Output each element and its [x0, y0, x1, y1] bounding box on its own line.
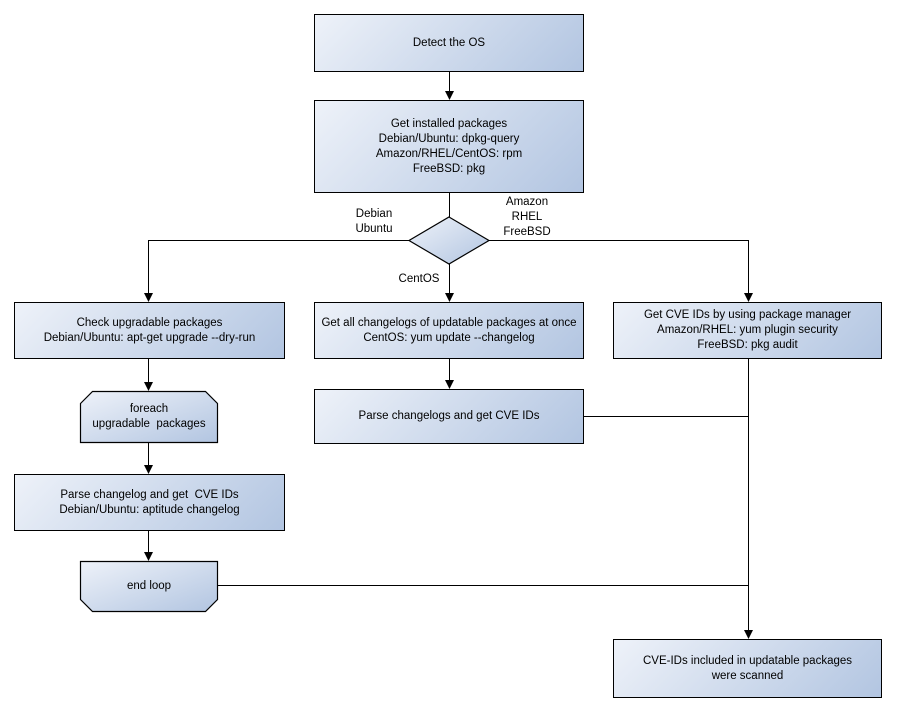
node-parse-changelogs-centos: Parse changelogs and get CVE IDs	[314, 389, 584, 444]
arrowhead	[445, 380, 454, 389]
edge-label-text: Amazon	[505, 196, 549, 208]
node-text: foreach	[129, 403, 169, 415]
node-text: CVE-IDs included in updatable packages	[642, 654, 853, 667]
node-end-loop: end loop	[80, 561, 218, 612]
node-text: Parse changelogs and get CVE IDs	[358, 410, 540, 422]
node-text: upgradable packages	[92, 418, 206, 430]
node-text: Amazon/RHEL: yum plugin security	[657, 324, 838, 336]
node-get-cve-ids-pkg-manager: Get CVE IDs by using package manager Ama…	[613, 302, 882, 359]
node-result-scanned: CVE-IDs included in updatable packages w…	[613, 639, 882, 698]
os-decision-diamond	[407, 216, 491, 265]
end-loop-shape	[79, 560, 219, 613]
node-parse-changelog-debian: Parse changelog and get CVE IDs Debian/U…	[14, 474, 285, 531]
node-text: Get installed packages	[390, 117, 508, 130]
node-foreach-loop-start: foreach upgradable packages	[80, 391, 218, 443]
node-text: end loop	[126, 580, 172, 592]
node-get-all-changelogs: Get all changelogs of updatable packages…	[314, 302, 584, 359]
node-detect-os: Detect the OS	[314, 14, 584, 72]
node-text: Get all changelogs of updatable packages…	[321, 316, 577, 329]
arrowhead	[144, 465, 153, 474]
node-text: Check upgradable packages	[76, 316, 223, 329]
edge-label-text: FreeBSD	[503, 226, 551, 238]
node-text: Get CVE IDs by using package manager	[643, 309, 852, 321]
node-get-installed-packages: Get installed packages Debian/Ubuntu: dp…	[314, 100, 584, 193]
edge-label-text: Debian	[355, 208, 393, 220]
node-check-upgradable-packages: Check upgradable packages Debian/Ubuntu:…	[14, 302, 285, 359]
node-text: Debian/Ubuntu: aptitude changelog	[59, 503, 240, 516]
node-text: FreeBSD: pkg audit	[697, 339, 798, 351]
edge-label-text: CentOS	[398, 273, 440, 285]
arrowhead	[744, 293, 753, 302]
node-text: Detect the OS	[412, 36, 486, 49]
edge-label-centos: CentOS	[395, 272, 443, 287]
node-text: were scanned	[711, 669, 784, 682]
foreach-loop-shape	[79, 390, 219, 444]
arrowhead	[144, 293, 153, 302]
edge-label-text: RHEL	[511, 211, 543, 223]
edge-decision-to-get-cve-ids	[489, 240, 749, 294]
node-text: FreeBSD: pkg	[412, 162, 486, 175]
node-text: Debian/Ubuntu: apt-get upgrade --dry-run	[43, 331, 256, 344]
arrowhead	[744, 630, 753, 639]
node-text: Amazon/RHEL/CentOS: rpm	[375, 147, 523, 160]
edge-label-debian-ubuntu: Debian Ubuntu	[349, 207, 399, 237]
edge-label-text: Ubuntu	[355, 223, 393, 235]
arrowhead	[144, 382, 153, 391]
arrowhead	[445, 91, 454, 100]
node-text: Parse changelog and get CVE IDs	[60, 488, 239, 501]
arrowhead	[144, 552, 153, 561]
node-text: Debian/Ubuntu: dpkg-query	[378, 132, 520, 145]
edge-label-amazon-rhel-freebsd: Amazon RHEL FreeBSD	[498, 195, 556, 240]
node-text: CentOS: yum update --changelog	[363, 331, 535, 344]
edge-decision-to-check-upgradable	[148, 240, 409, 294]
arrowhead	[445, 293, 454, 302]
